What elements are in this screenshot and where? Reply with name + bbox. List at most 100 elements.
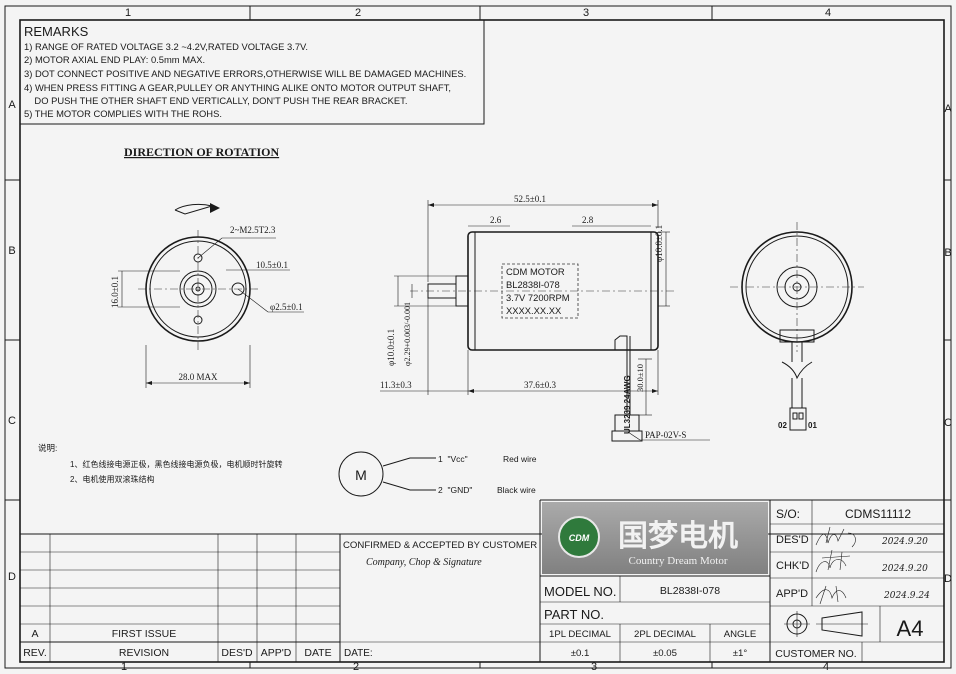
remark-line-1: 1) RANGE OF RATED VOLTAGE 3.2 ~4.2V,RATE… bbox=[24, 41, 308, 52]
rear-view: 02 01 bbox=[730, 222, 864, 431]
row-label-a: A bbox=[8, 99, 16, 111]
chinese-notes: 说明: 1、红色线接电源正极，黑色线接电源负极，电机顺时针旋转 2、电机使用双滚… bbox=[38, 443, 282, 484]
front-dim-top: 10.5±0.1 bbox=[256, 260, 288, 270]
motor-label-line-1: CDM MOTOR bbox=[506, 266, 565, 277]
side-dim-wire-len: 30.0±10 bbox=[635, 364, 645, 392]
side-dim-body-len: 37.6±0.3 bbox=[524, 380, 556, 390]
signature-block: S/O: CDMS11112 DES'D CHK'D APP'D 2024.9.… bbox=[775, 507, 930, 660]
front-dim-left: 16.0±0.1 bbox=[110, 276, 120, 308]
remark-line-2: 2) MOTOR AXIAL END PLAY: 0.5mm MAX. bbox=[24, 54, 205, 65]
row-label-b-right: B bbox=[944, 247, 951, 259]
part-label: PART NO. bbox=[544, 607, 604, 622]
motor-label-line-2: BL2838I-078 bbox=[506, 279, 560, 290]
side-dim-shaft-len: 11.3±0.3 bbox=[380, 380, 412, 390]
remark-line-5: DO PUSH THE OTHER SHAFT END VERTICALLY, … bbox=[24, 95, 407, 106]
tol-header-2pl: 2PL DECIMAL bbox=[634, 629, 697, 640]
model-block: MODEL NO. BL2838I-078 PART NO. 1PL DECIM… bbox=[544, 584, 756, 659]
col-label-2: 2 bbox=[355, 7, 361, 19]
notes-heading: 说明: bbox=[38, 443, 57, 453]
revision-header-date: DATE bbox=[304, 647, 331, 659]
chkd-date: 2024.9.20 bbox=[881, 564, 928, 574]
desd-date: 2024.9.20 bbox=[881, 537, 928, 547]
wiring-pin-1: 1 "Vcc" bbox=[438, 454, 468, 464]
wiring-schematic: M 1 "Vcc" Red wire 2 "GND" Black wire bbox=[338, 451, 537, 497]
frame-labels: 1 2 3 4 1 2 3 4 A B C D A B C D bbox=[8, 7, 952, 673]
remarks-heading: REMARKS bbox=[24, 24, 89, 39]
row-label-c-right: C bbox=[944, 417, 952, 429]
tol-header-angle: ANGLE bbox=[724, 629, 757, 640]
wiring-pin-2-color: Black wire bbox=[497, 485, 536, 495]
chkd-label: CHK'D bbox=[776, 560, 809, 572]
motor-label-line-3: 3.7V 7200RPM bbox=[506, 292, 570, 303]
remarks-box: REMARKS 1) RANGE OF RATED VOLTAGE 3.2 ~4… bbox=[19, 19, 485, 125]
sheet-size: A4 bbox=[897, 616, 924, 641]
confirm-date-label: DATE: bbox=[344, 648, 373, 659]
col-label-2-bottom: 2 bbox=[353, 661, 359, 673]
customer-label: CUSTOMER NO. bbox=[775, 648, 856, 660]
company-logo-icon bbox=[558, 516, 600, 558]
row-label-a-right: A bbox=[944, 103, 952, 115]
so-label: S/O: bbox=[776, 507, 800, 521]
confirm-subtitle: Company, Chop & Signature bbox=[366, 557, 482, 568]
side-wire-spec: UL3239 24AWG bbox=[623, 375, 632, 434]
tol-value-2pl: ±0.05 bbox=[653, 648, 677, 659]
rear-pin-left: 02 bbox=[778, 421, 787, 430]
rotation-title: DIRECTION OF ROTATION bbox=[124, 145, 279, 159]
col-label-4: 4 bbox=[825, 7, 831, 19]
side-dim-shaft-dia: φ2.29+0.003/-0.001 bbox=[403, 302, 412, 366]
model-value: BL2838I-078 bbox=[660, 585, 720, 597]
col-label-1: 1 bbox=[125, 7, 131, 19]
revision-first-text: FIRST ISSUE bbox=[112, 628, 177, 640]
rotation-arrow-icon bbox=[174, 203, 220, 215]
notes-item-1: 1、红色线接电源正极，黑色线接电源负极，电机顺时针旋转 bbox=[70, 459, 282, 469]
chkd-signature bbox=[815, 549, 851, 573]
model-label: MODEL NO. bbox=[544, 584, 616, 599]
revision-table: A FIRST ISSUE REV. REVISION DES'D APP'D … bbox=[23, 628, 331, 659]
remark-line-6: 5) THE MOTOR COMPLIES WITH THE ROHS. bbox=[24, 108, 222, 119]
side-connector-label: PAP-02V-S bbox=[645, 430, 686, 440]
motor-symbol: M bbox=[355, 467, 367, 483]
confirm-block: CONFIRMED & ACCEPTED BY CUSTOMER Company… bbox=[343, 540, 537, 659]
front-holes-label: 2~M2.5T2.3 bbox=[230, 225, 276, 235]
side-dim-boss-dia: φ10.0±0.1 bbox=[386, 329, 396, 366]
wiring-pin-1-color: Red wire bbox=[503, 454, 537, 464]
tol-header-1pl: 1PL DECIMAL bbox=[549, 629, 612, 640]
company-banner: CDM 国梦电机 Country Dream Motor bbox=[542, 502, 768, 574]
rear-pin-right: 01 bbox=[808, 421, 817, 430]
row-label-b: B bbox=[8, 245, 15, 257]
remark-line-4: 4) WHEN PRESS FITTING A GEAR,PULLEY OR A… bbox=[24, 82, 451, 93]
desd-signature bbox=[815, 526, 856, 548]
desd-label: DES'D bbox=[776, 534, 809, 546]
wiring-pin-2: 2 "GND" bbox=[438, 485, 472, 495]
confirm-title: CONFIRMED & ACCEPTED BY CUSTOMER bbox=[343, 540, 537, 551]
title-block-lines bbox=[20, 499, 944, 662]
col-label-3: 3 bbox=[583, 7, 589, 19]
side-dim-left-step: 2.6 bbox=[490, 215, 502, 225]
tol-value-1pl: ±0.1 bbox=[571, 648, 590, 659]
revision-header-appd: APP'D bbox=[261, 647, 292, 659]
appd-label: APP'D bbox=[776, 588, 808, 600]
revision-header-revision: REVISION bbox=[119, 647, 169, 659]
company-name-cn: 国梦电机 bbox=[618, 520, 738, 553]
notes-item-2: 2、电机使用双滚珠结构 bbox=[70, 474, 154, 484]
front-view: 2~M2.5T2.3 10.5±0.1 φ2.5±0.1 16.0±0.1 28… bbox=[110, 225, 304, 388]
appd-signature bbox=[815, 585, 847, 605]
col-label-3-bottom: 3 bbox=[591, 661, 597, 673]
row-label-c: C bbox=[8, 415, 16, 427]
front-dim-width: 28.0 MAX bbox=[178, 372, 218, 382]
col-label-4-bottom: 4 bbox=[823, 661, 829, 673]
motor-label-line-4: XXXX.XX.XX bbox=[506, 305, 562, 316]
side-dim-body-dia: φ10.0±0.1 bbox=[654, 225, 664, 262]
front-dim-shaft: φ2.5±0.1 bbox=[270, 302, 303, 312]
revision-header-rev: REV. bbox=[23, 647, 47, 659]
revision-first-rev: A bbox=[31, 628, 38, 640]
so-value: CDMS11112 bbox=[845, 507, 911, 521]
row-label-d-right: D bbox=[944, 573, 952, 585]
side-dim-right-step: 2.8 bbox=[582, 215, 594, 225]
tol-value-angle: ±1° bbox=[733, 648, 748, 659]
row-label-d: D bbox=[8, 571, 16, 583]
side-dim-length: 52.5±0.1 bbox=[514, 194, 546, 204]
revision-header-desd: DES'D bbox=[221, 647, 253, 659]
side-view: CDM MOTOR BL2838I-078 3.7V 7200RPM XXXX.… bbox=[380, 194, 710, 442]
